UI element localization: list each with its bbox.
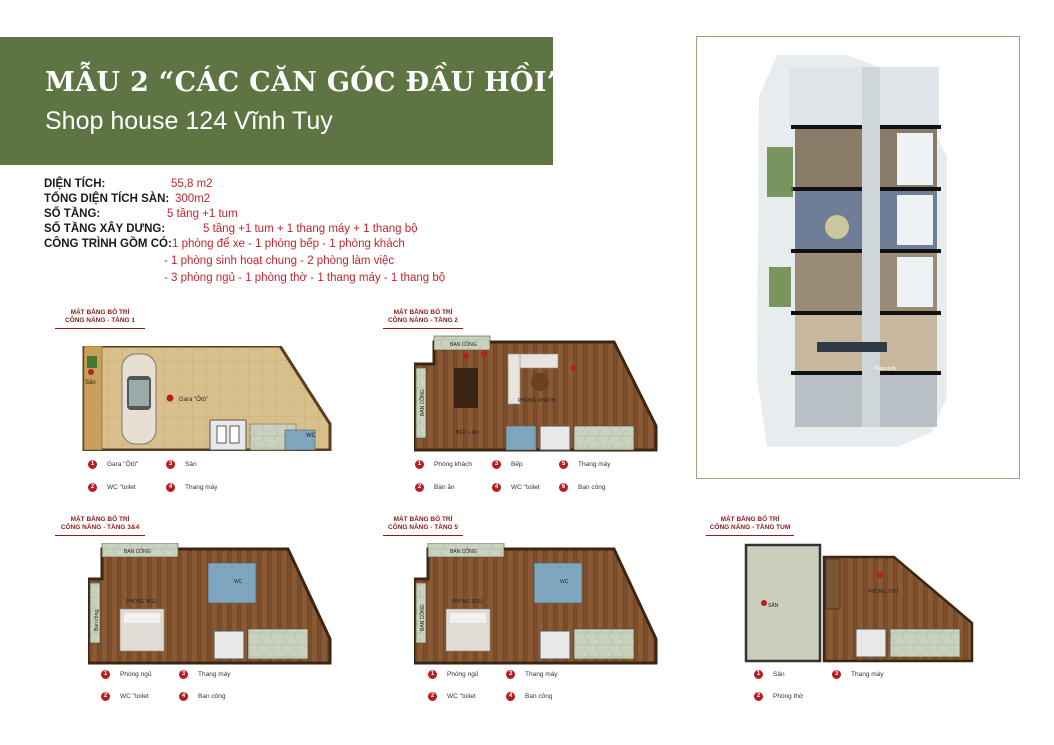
elevator-icon: [855, 628, 887, 658]
page-subtitle: Shop house 124 Vĩnh Tuy: [45, 107, 333, 135]
label-ban-cong-side: BAN CÔNG: [419, 389, 426, 416]
elevator-icon: [539, 425, 571, 451]
plan-floor-3-4: BAN CÔNG Ban công PHÒNG NGỦ WC: [88, 543, 332, 665]
label-ban-cong-side: Ban công: [94, 610, 100, 631]
label-wc: WC: [306, 433, 317, 439]
plan-tum-heading: MẶT BẰNG BỐ TRÍ CÔNG NĂNG - TẦNG TUM: [706, 516, 794, 536]
page-title: MẪU 2 “CÁC CĂN GÓC ĐẦU HỒI”: [45, 67, 563, 98]
elevator-icon: [209, 419, 247, 451]
plan-3-heading: MẶT BẰNG BỐ TRÍ CÔNG NĂNG - TẦNG 3&4: [55, 516, 145, 536]
label-gara: Gara "Ôtô": [179, 396, 208, 403]
label-bep: BẾP + ĂN: [456, 429, 479, 436]
label-san: SÂN: [768, 602, 779, 609]
label-ban-cong-side: BAN CÔNG: [419, 604, 426, 631]
label-ban-cong: BAN CÔNG: [124, 548, 151, 555]
label-phong-khach: PHÒNG KHÁCH: [518, 397, 556, 404]
render-sign: Patavinity: [875, 366, 897, 372]
label-wc: WC: [234, 579, 243, 585]
plant-icon: [87, 356, 97, 368]
dining-table-icon: [454, 368, 478, 408]
car-icon: [121, 353, 157, 445]
title-banner: MẪU 2 “CÁC CĂN GÓC ĐẦU HỒI” Shop house 1…: [0, 37, 562, 165]
label-wc: WC: [560, 579, 569, 585]
plan-5-heading: MẶT BẰNG BỐ TRÍ CÔNG NĂNG - TẦNG 5: [383, 516, 463, 536]
plan-1-heading: MẶT BẰNG BỐ TRÍ CÔNG NĂNG - TẦNG 1: [55, 309, 145, 329]
elevator-icon: [539, 630, 571, 660]
plan-floor-tum: SÂN PHÒNG THỜ: [744, 543, 974, 663]
building-render-frame: Patavinity: [696, 36, 1020, 479]
building-cutaway-image: Patavinity: [757, 55, 947, 447]
label-ban-cong: BAN CÔNG: [450, 341, 477, 348]
label-san: Sân: [85, 380, 96, 386]
plan-floor-2: BAN CÔNG BAN CÔNG PHÒNG KHÁCH BẾP + ĂN: [414, 335, 658, 452]
plan-floor-1: Gara "Ôtô" Sân WC: [82, 346, 332, 451]
label-ban-cong: BAN CÔNG: [450, 548, 477, 555]
label-phong-ngu: PHÒNG NGỦ: [452, 598, 483, 605]
plan-2-heading: MẶT BẰNG BỐ TRÍ CÔNG NĂNG - TẦNG 2: [383, 309, 463, 329]
label-phong-tho: PHÒNG THỜ: [868, 588, 899, 595]
label-phong-ngu: PHÒNG NGỦ: [126, 598, 157, 605]
plan-floor-5: BAN CÔNG BAN CÔNG PHÒNG NGỦ WC: [414, 543, 658, 665]
elevator-icon: [213, 630, 245, 660]
